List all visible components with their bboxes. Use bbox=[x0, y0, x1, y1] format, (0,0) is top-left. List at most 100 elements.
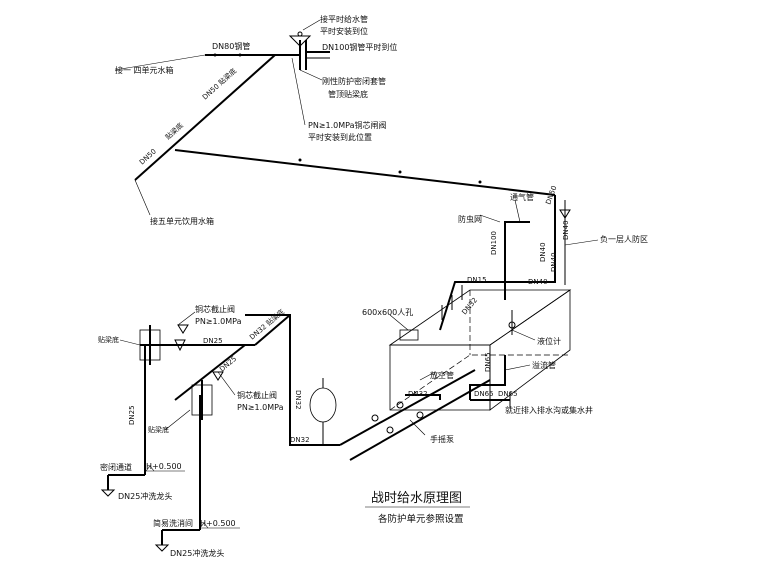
pump-circle-3 bbox=[386, 426, 394, 434]
leader-beam-bottom-3 bbox=[164, 409, 191, 431]
dn32-suction-diag-2 bbox=[349, 379, 491, 461]
label-h500-a: H+0.500 bbox=[146, 462, 182, 471]
diagram-title: 战时给水原理图 bbox=[371, 491, 462, 506]
label-decon-room: 简易洗消间 bbox=[153, 518, 193, 528]
label-hand-pump: 手摇泵 bbox=[430, 434, 454, 444]
label-connect-unit5: 接五单元饮用水箱 bbox=[150, 216, 214, 226]
leader-level-gauge bbox=[511, 329, 536, 341]
top-labels: 接平时给水管 平时安装到位 DN80钢管 DN100钢管平时到位 接一 四单元水… bbox=[115, 14, 397, 226]
label-pipe-top-beam: 管顶贴梁底 bbox=[328, 89, 368, 99]
leader-peacetime bbox=[302, 19, 321, 31]
label-drain-pipe: 放空管 bbox=[430, 370, 454, 380]
label-beam-bottom-3: 贴梁底 bbox=[148, 425, 169, 434]
copper-valve-2 bbox=[212, 371, 224, 381]
vent-pipe bbox=[504, 221, 530, 300]
leader-copper-valve-2 bbox=[217, 371, 236, 396]
level-gauge-float bbox=[508, 321, 516, 329]
leader-overflow bbox=[504, 364, 531, 371]
label-dn32-d: DN32 bbox=[290, 436, 310, 444]
label-dn65-c: DN65 bbox=[498, 390, 518, 398]
gate-valve-handle bbox=[297, 31, 303, 37]
label-sealed-passage: 密闭通道 bbox=[100, 462, 132, 472]
pipe-joint-2 bbox=[238, 53, 242, 57]
leader-beam-bottom-2 bbox=[119, 339, 141, 346]
left-labels: 铜芯截止阀 PN≥1.0MPa 贴梁底 DN25 DN25 DN32 贴梁底 铜… bbox=[98, 304, 310, 558]
drain-pipe-top bbox=[405, 394, 441, 400]
label-dn15: DN15 bbox=[467, 276, 487, 284]
diagram-subtitle: 各防护单元参照设置 bbox=[378, 513, 464, 525]
leader-unit5 bbox=[134, 179, 151, 216]
label-pn-2: PN≥1.0MPa bbox=[237, 403, 284, 412]
label-gate-valve-2: 平时安装到此位置 bbox=[308, 132, 372, 142]
label-copper-valve-2: 铜芯截止阀 bbox=[237, 390, 277, 400]
dn25-diag-lower bbox=[174, 344, 246, 401]
pipe-joint-1 bbox=[213, 53, 217, 57]
dn32-main-return bbox=[245, 314, 340, 446]
tap-b-icon bbox=[154, 544, 170, 552]
label-pn-1: PN≥1.0MPa bbox=[195, 317, 242, 326]
label-beam-bottom-2: 贴梁底 bbox=[98, 335, 119, 344]
tank-side-face bbox=[489, 289, 571, 411]
label-dn100-vert: DN100 bbox=[490, 231, 498, 255]
label-connect-peacetime-pipe: 接平时给水管 bbox=[320, 14, 368, 24]
dn40-inlet bbox=[520, 260, 556, 283]
label-dn32-b: DN32 bbox=[408, 390, 428, 398]
leader-basement bbox=[564, 239, 599, 246]
leader-vent bbox=[514, 199, 521, 223]
pump-circle-1 bbox=[371, 414, 379, 422]
label-dn40-a: DN40 bbox=[562, 220, 570, 240]
label-dn50-right: DN50 bbox=[544, 185, 558, 206]
label-copper-valve-1: 铜芯截止阀 bbox=[195, 304, 235, 314]
label-dn40-c: DN40 bbox=[550, 252, 558, 272]
label-dn40-d: DN40 bbox=[528, 278, 548, 286]
dn15-dn32-branch bbox=[439, 281, 520, 331]
dn50-long-main bbox=[174, 149, 556, 196]
pipe-joint-5 bbox=[478, 180, 482, 184]
label-dn80-steel: DN80钢管 bbox=[212, 41, 250, 51]
label-dn25-vert: DN25 bbox=[128, 405, 136, 425]
label-dn25-tap-a: DN25冲洗龙头 bbox=[118, 491, 172, 501]
tank-hidden-edges bbox=[389, 354, 570, 411]
leader-drain bbox=[419, 371, 436, 381]
pipe-joint-3 bbox=[298, 158, 302, 162]
leader-gate-valve bbox=[291, 57, 306, 126]
level-marker-b-arrow bbox=[199, 522, 209, 529]
expansion-vessel bbox=[309, 387, 337, 423]
leader-sleeve bbox=[299, 69, 323, 81]
manhole-cover bbox=[399, 329, 419, 341]
label-vent-pipe: 通气管 bbox=[510, 192, 534, 202]
label-dn25-a: DN25 bbox=[203, 337, 223, 345]
copper-valve-1 bbox=[174, 339, 186, 352]
label-dn40-b: DN40 bbox=[539, 242, 547, 262]
dn32-beam-diag bbox=[254, 314, 291, 346]
title-block: 战时给水原理图 各防护单元参照设置 bbox=[365, 491, 470, 525]
label-dn65-a: DN65 bbox=[484, 352, 492, 372]
label-manhole: 600x600人孔 bbox=[362, 308, 413, 317]
tap-a-icon bbox=[100, 489, 116, 497]
label-dn65-b: DN65 bbox=[474, 390, 494, 398]
leader-insect-net bbox=[479, 214, 501, 223]
left-piping bbox=[100, 311, 340, 552]
label-dn100-steel: DN100钢管平时到位 bbox=[322, 42, 397, 52]
label-dn25-tap-b: DN25冲洗龙头 bbox=[170, 548, 224, 558]
dn50-diagonal bbox=[134, 54, 276, 181]
label-dn50-a: DN50 bbox=[138, 147, 158, 166]
water-tank bbox=[339, 199, 599, 461]
label-rigid-sleeve: 刚性防护密闭套管 bbox=[322, 76, 386, 86]
copper-valve-1b bbox=[177, 324, 189, 334]
label-overflow: 溢流管 bbox=[532, 360, 556, 370]
dn32-suction-diag bbox=[339, 369, 476, 446]
label-h500-b: H+0.500 bbox=[200, 519, 236, 528]
inlet-valve bbox=[559, 209, 571, 219]
label-level-gauge: 液位计 bbox=[537, 336, 561, 346]
label-gate-valve-1: PN≥1.0MPa铜芯闸阀 bbox=[308, 120, 387, 130]
leader-unit4 bbox=[114, 54, 206, 71]
label-dn50-beam-top: DN50 贴梁底 bbox=[200, 66, 238, 101]
pump-circle-2 bbox=[396, 401, 404, 409]
level-marker-a-arrow bbox=[145, 465, 155, 472]
label-connect-unit4: 接一 四单元水箱 bbox=[115, 65, 174, 75]
top-piping bbox=[114, 19, 556, 260]
leader-copper-valve-1 bbox=[177, 311, 196, 326]
label-peacetime-install: 平时安装到位 bbox=[320, 26, 368, 36]
